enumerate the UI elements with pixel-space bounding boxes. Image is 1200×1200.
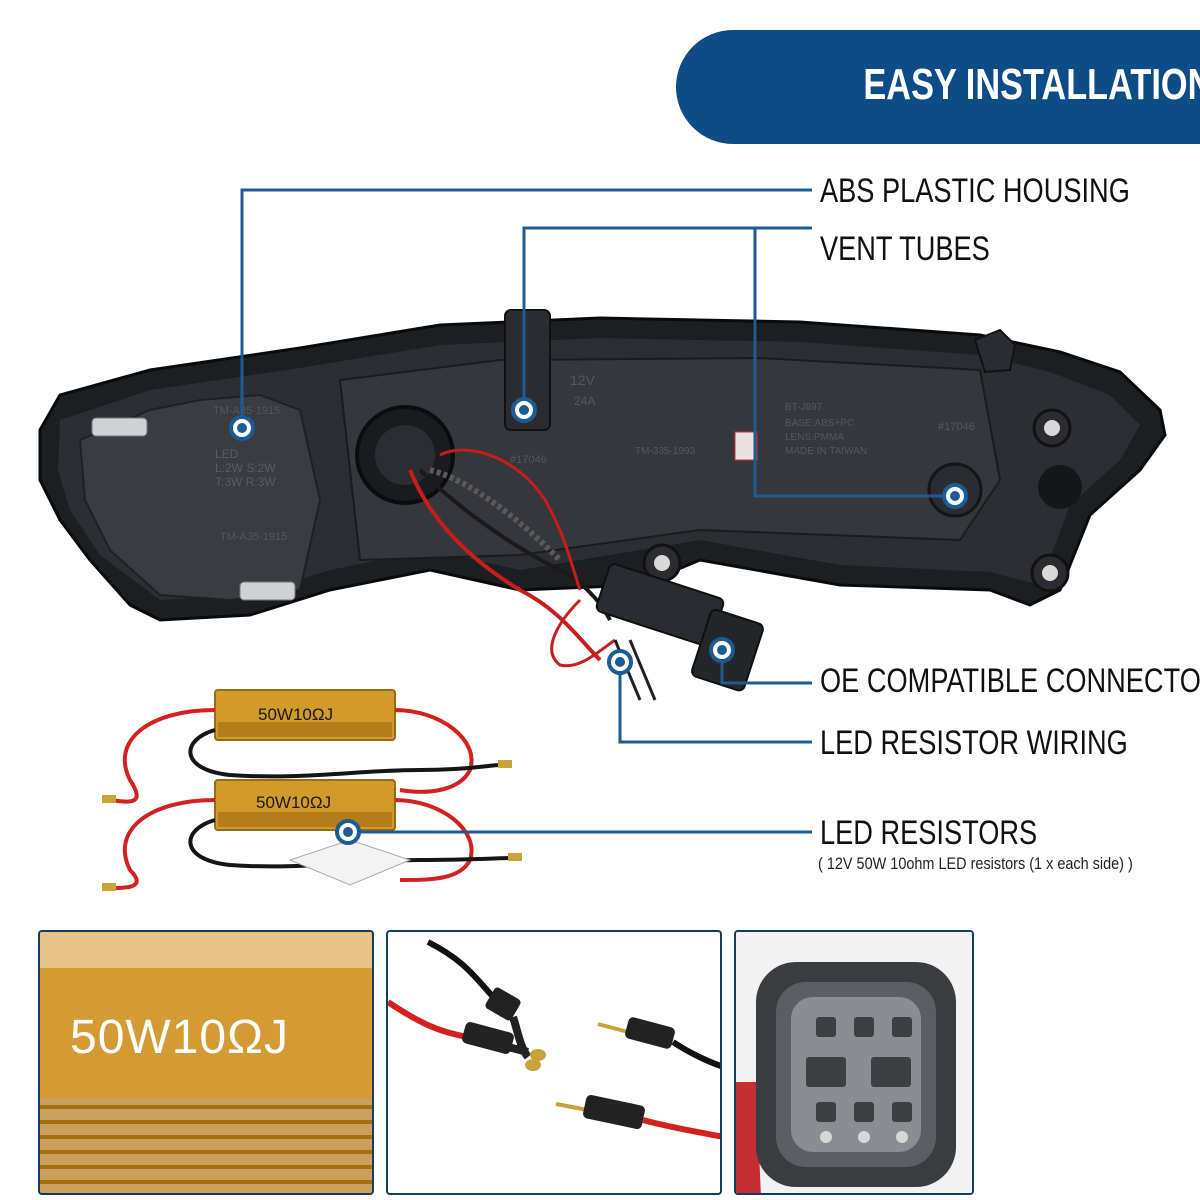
svg-text:24A: 24A <box>574 394 595 408</box>
mounting-bolt-icon <box>1030 553 1070 593</box>
label-led-resistors-note: ( 12V 50W 10ohm LED resistors (1 x each … <box>818 854 1133 873</box>
leader-vent-right <box>753 228 955 498</box>
svg-text:MADE IN TAIWAN: MADE IN TAIWAN <box>785 446 867 457</box>
svg-text:T:3W R:3W: T:3W R:3W <box>215 475 276 489</box>
callout-dot-icon <box>942 483 968 509</box>
label-vent-tubes: VENT TUBES <box>820 230 990 268</box>
svg-text:LED: LED <box>215 447 239 461</box>
svg-text:12V: 12V <box>570 372 596 388</box>
label-abs-housing: ABS PLASTIC HOUSING <box>820 172 1130 210</box>
callout-dot-icon <box>709 637 735 663</box>
svg-text:TM-A35-1915: TM-A35-1915 <box>213 405 280 417</box>
callout-dot-icon <box>511 397 537 423</box>
wiring-closeup-art <box>388 939 720 1140</box>
resistor-closeup-art <box>40 932 372 1193</box>
banner-title: EASY INSTALLATION <box>863 60 1200 109</box>
panel-connector-closeup <box>734 930 974 1195</box>
label-oe-connector: OE COMPATIBLE CONNECTOR <box>820 662 1200 700</box>
callout-dot-icon <box>607 649 633 675</box>
panel-wiring-closeup <box>386 930 722 1195</box>
svg-text:LENS:PMMA: LENS:PMMA <box>785 432 844 443</box>
mounting-bolt-icon <box>1032 408 1072 448</box>
headlight-illustration: TM-A35-1915 LED L:2W S:2W T:3W R:3W TM-A… <box>38 188 1167 891</box>
svg-text:TM-335-1993: TM-335-1993 <box>635 446 695 457</box>
closeup-resistor-label: 50W10ΩJ <box>70 1011 289 1064</box>
svg-text:L:2W S:2W: L:2W S:2W <box>215 461 276 475</box>
leader-housing <box>240 188 812 428</box>
label-led-resistors: LED RESISTORS <box>820 814 1038 852</box>
label-resistor-wiring: LED RESISTOR WIRING <box>820 724 1128 762</box>
callout-dot-icon <box>335 819 361 845</box>
svg-text:TM-A35-1915: TM-A35-1915 <box>220 531 287 543</box>
resistor-label-bottom: 50W10ΩJ <box>256 793 331 812</box>
svg-text:#17046: #17046 <box>510 454 547 466</box>
resistor-label-top: 50W10ΩJ <box>258 705 333 724</box>
callout-dot-icon <box>229 415 255 441</box>
mounting-bolt-icon <box>642 543 682 583</box>
leader-wiring <box>618 662 812 744</box>
connector-closeup-art <box>736 932 972 1193</box>
svg-text:BT-J897: BT-J897 <box>785 402 823 413</box>
svg-text:BASE:ABS+PC: BASE:ABS+PC <box>785 418 854 429</box>
led-resistor-top <box>214 689 396 741</box>
svg-text:#17046: #17046 <box>938 421 975 433</box>
panel-resistor-closeup: 50W10ΩJ <box>38 930 374 1195</box>
title-banner: EASY INSTALLATION <box>676 30 1200 144</box>
leader-vent-top <box>522 226 812 410</box>
